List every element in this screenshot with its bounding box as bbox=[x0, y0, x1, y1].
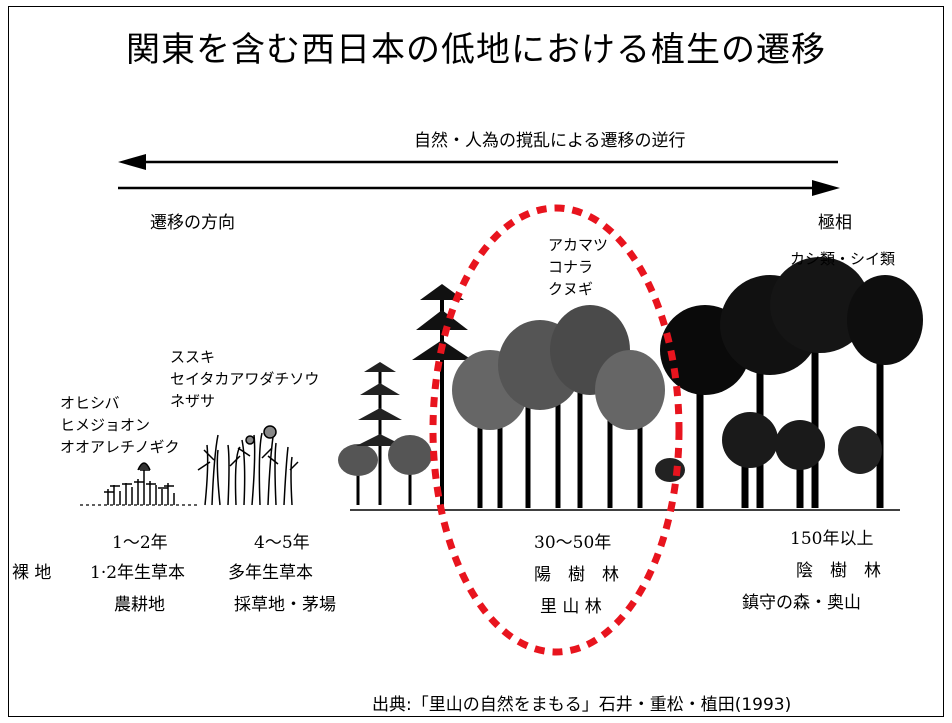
perennial-land: 採草地・茅場 bbox=[234, 595, 336, 615]
highlight-ellipse bbox=[429, 204, 683, 656]
shade-forest-illustration bbox=[660, 257, 923, 508]
annual-years: 1〜2年 bbox=[112, 533, 168, 553]
species-name: ヒメジョオン bbox=[60, 416, 151, 434]
ground-line bbox=[80, 504, 900, 511]
young-tree-illustration bbox=[338, 362, 432, 505]
reverse-arrow bbox=[118, 154, 838, 170]
shade-forest-type: 陰 樹 林 bbox=[796, 561, 881, 581]
shade-forest-species: カシ類・シイ類 bbox=[790, 250, 896, 268]
reverse-arrow-label: 自然・人為の撹乱による遷移の逆行 bbox=[414, 131, 686, 151]
shade-forest-land: 鎮守の森・奥山 bbox=[742, 593, 861, 613]
perennial-type: 多年生草本 bbox=[228, 563, 313, 583]
forward-arrow bbox=[118, 180, 840, 196]
annual-land: 農耕地 bbox=[114, 595, 165, 615]
forward-arrow-label: 遷移の方向 bbox=[150, 213, 235, 233]
sun-forest-years: 30〜50年 bbox=[534, 533, 612, 553]
climax-label: 極相 bbox=[818, 213, 852, 233]
species-name: オオアレチノギク bbox=[60, 438, 180, 456]
sun-forest-species-list: アカマツ コナラ クヌギ bbox=[548, 234, 608, 300]
shade-forest-years: 150年以上 bbox=[790, 529, 874, 549]
perennial-grass-illustration bbox=[197, 425, 299, 506]
sun-forest-land: 里 山 林 bbox=[540, 597, 602, 617]
species-name: ススキ bbox=[170, 348, 216, 366]
annual-type: 1·2年生草本 bbox=[90, 563, 186, 583]
species-name: オヒシバ bbox=[60, 394, 120, 412]
source-citation: 出典:「里山の自然をまもる」石井・重松・植田(1993) bbox=[372, 695, 792, 715]
species-name: クヌギ bbox=[548, 280, 594, 298]
perennial-species-list: ススキ セイタカアワダチソウ ネザサ bbox=[170, 346, 319, 412]
sun-forest-type: 陽 樹 林 bbox=[534, 565, 619, 585]
slide-frame bbox=[8, 6, 944, 717]
species-name: アカマツ bbox=[548, 236, 609, 254]
species-name: コナラ bbox=[548, 258, 594, 276]
annual-species-list: オヒシバ ヒメジョオン オオアレチノギク bbox=[60, 392, 180, 458]
sun-forest-illustration bbox=[412, 284, 685, 508]
page-title: 関東を含む西日本の低地における植生の遷移 bbox=[126, 30, 826, 70]
annual-herbs-illustration bbox=[104, 462, 175, 505]
bare-ground-label: 裸 地 bbox=[12, 563, 52, 583]
species-name: ネザサ bbox=[170, 392, 216, 410]
perennial-years: 4〜5年 bbox=[254, 533, 310, 553]
species-name: セイタカアワダチソウ bbox=[170, 370, 320, 388]
